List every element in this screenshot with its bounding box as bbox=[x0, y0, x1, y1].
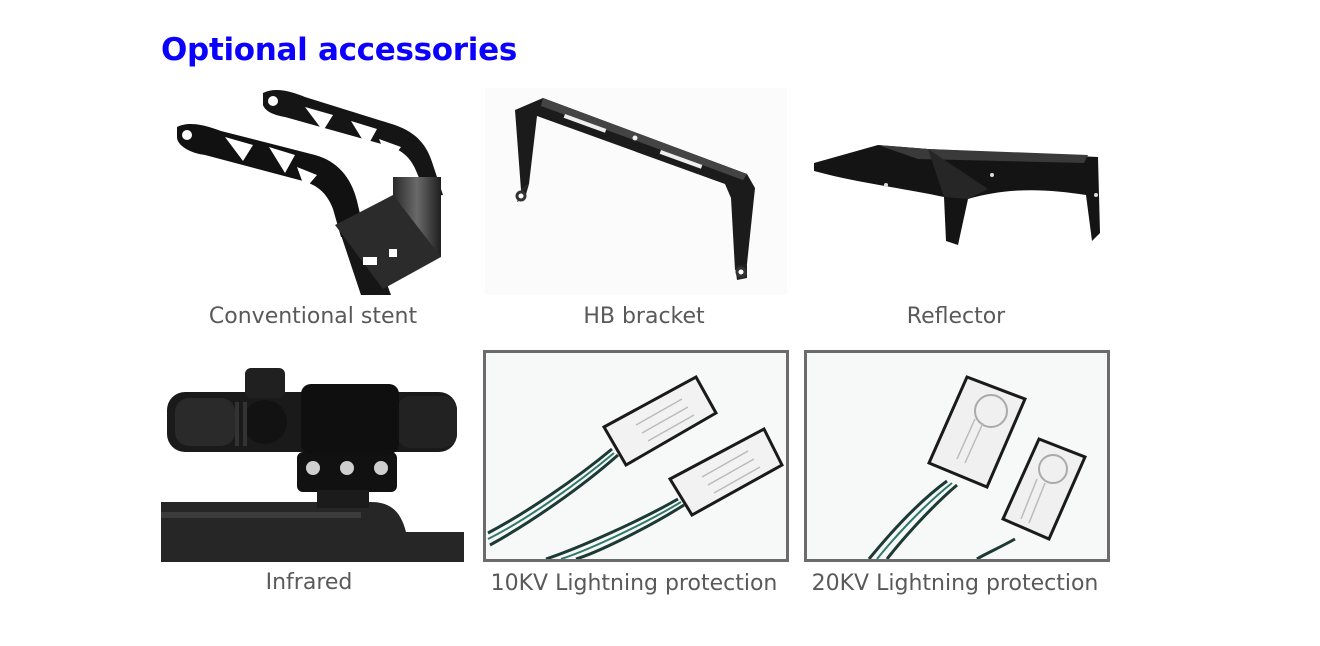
accessory-label-10kv-lightning-protection: 10KV Lightning protection bbox=[490, 571, 778, 596]
accessory-label-infrared: Infrared bbox=[265, 570, 353, 595]
surge-protector-10kv-image bbox=[483, 350, 789, 562]
accessory-label-reflector: Reflector bbox=[906, 304, 1006, 329]
accessory-label-20kv-lightning-protection: 20KV Lightning protection bbox=[811, 571, 1099, 596]
infrared-sensor-image bbox=[161, 362, 464, 562]
surge-protector-20kv-image bbox=[804, 350, 1110, 562]
page-title: Optional accessories bbox=[161, 32, 517, 68]
reflector-image bbox=[808, 125, 1111, 250]
hb-bracket-image bbox=[485, 88, 787, 295]
conventional-stent-image bbox=[165, 85, 465, 295]
accessory-label-hb-bracket: HB bracket bbox=[583, 304, 705, 329]
accessory-label-conventional-stent: Conventional stent bbox=[208, 304, 418, 329]
